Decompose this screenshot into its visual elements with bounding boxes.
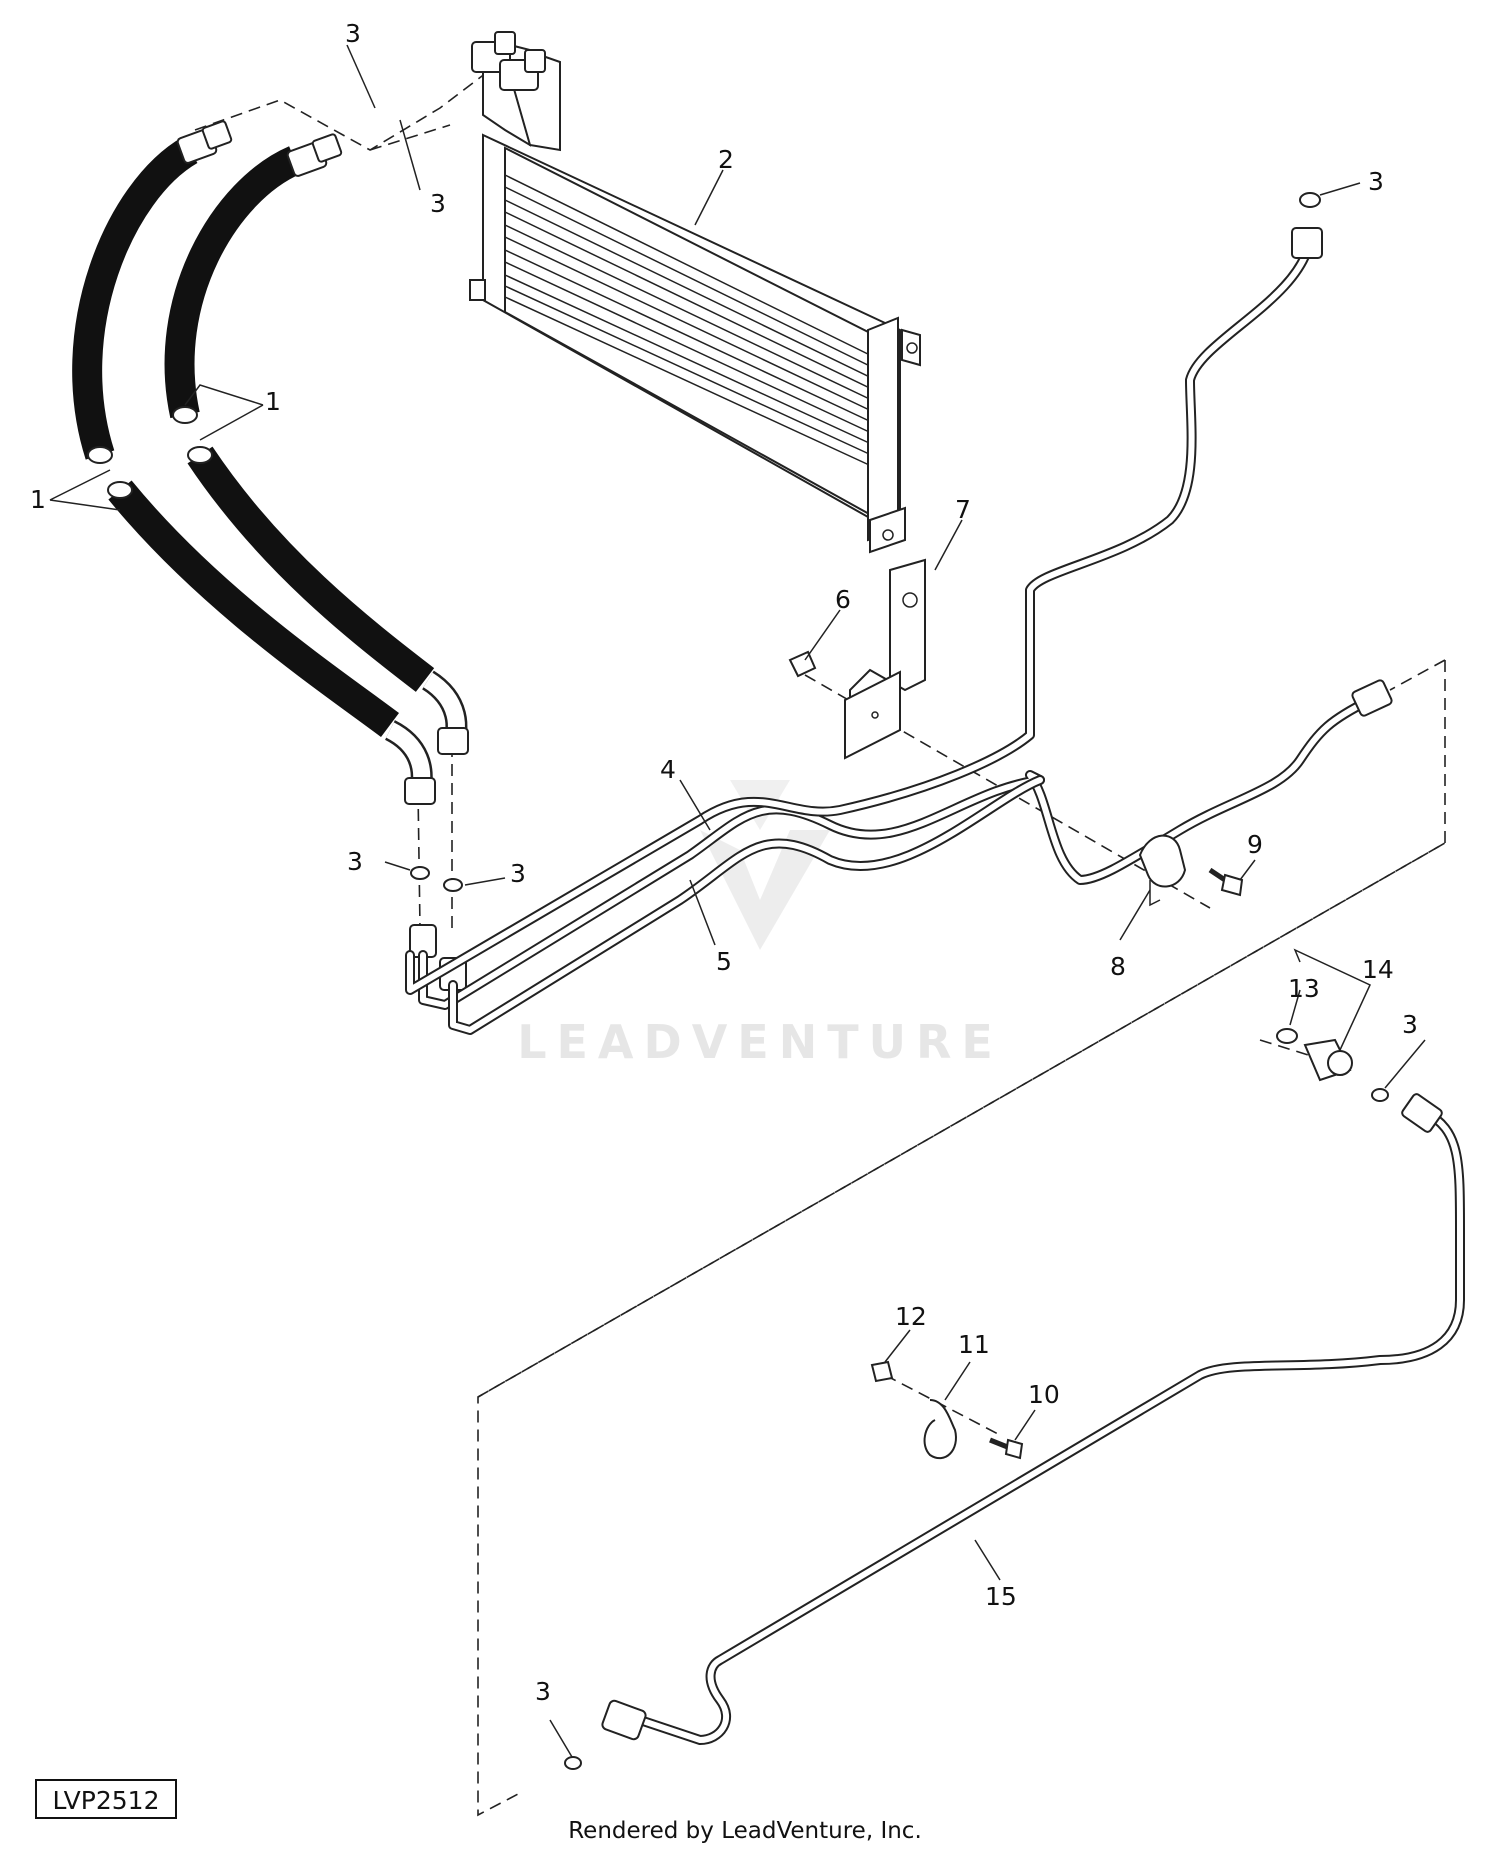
hoses <box>72 120 469 805</box>
nut-6 <box>788 650 817 678</box>
callout-1-left: 1 <box>30 485 46 514</box>
callout-12: 12 <box>895 1302 927 1331</box>
oil-cooler <box>469 31 921 554</box>
watermark-text: LEADVENTURE <box>517 1015 1003 1069</box>
bolt-10 <box>1004 1438 1024 1460</box>
hose-top-dash-a <box>194 69 491 151</box>
callout-3-top-left: 3 <box>345 19 361 48</box>
hose-b-lower <box>187 446 435 692</box>
leader-lines <box>49 44 1426 1758</box>
tube-5 <box>418 695 1375 1010</box>
nut-12 <box>870 1360 894 1383</box>
callout-8: 8 <box>1110 952 1126 981</box>
callout-3-mid-left: 3 <box>347 847 363 876</box>
figure-id: LVP2512 <box>53 1786 160 1815</box>
callout-11: 11 <box>958 1330 990 1359</box>
callout-14: 14 <box>1362 955 1394 984</box>
callout-10: 10 <box>1028 1380 1060 1409</box>
bolt-9 <box>1208 867 1244 897</box>
callout-7: 7 <box>955 495 971 524</box>
tubes <box>405 192 1393 1035</box>
callout-6: 6 <box>835 585 851 614</box>
boundary-diagonal <box>477 842 1446 1398</box>
callout-13: 13 <box>1288 974 1320 1003</box>
callout-2: 2 <box>718 145 734 174</box>
tube-15 <box>564 1093 1465 1770</box>
bracket <box>844 558 926 760</box>
footer-credit: Rendered by LeadVenture, Inc. <box>568 1818 922 1844</box>
hose-top-dash-b <box>369 124 451 151</box>
clamp-8 <box>1138 834 1187 907</box>
callout-9: 9 <box>1247 830 1263 859</box>
hose-a-upper <box>72 136 198 460</box>
callout-4: 4 <box>660 755 676 784</box>
adapter-14 <box>1276 1028 1389 1102</box>
callouts: 3 3 2 3 1 1 7 6 4 9 3 3 5 8 14 13 3 12 1… <box>30 19 1418 1706</box>
callout-15: 15 <box>985 1582 1017 1611</box>
callout-3-mid-right: 3 <box>510 859 526 888</box>
clamp-assembly <box>870 1360 1024 1460</box>
clamp-11 <box>923 1399 957 1460</box>
callout-5: 5 <box>716 947 732 976</box>
o-ring-13 <box>1276 1028 1298 1044</box>
boundary-top-stub <box>1389 659 1446 691</box>
figure-id-box: LVP2512 <box>35 1779 177 1819</box>
callout-3-top-mid: 3 <box>430 189 446 218</box>
hose-lower-dash-a <box>417 789 421 929</box>
lower-fittings <box>409 866 467 991</box>
hose-b-upper <box>164 146 302 419</box>
callout-1-right: 1 <box>265 387 281 416</box>
hose-a-lower <box>108 480 399 738</box>
callout-3-bottom: 3 <box>535 1677 551 1706</box>
tube-15-path <box>635 1107 1465 1745</box>
callout-3-top-right: 3 <box>1368 167 1384 196</box>
callout-3-adapter: 3 <box>1402 1010 1418 1039</box>
